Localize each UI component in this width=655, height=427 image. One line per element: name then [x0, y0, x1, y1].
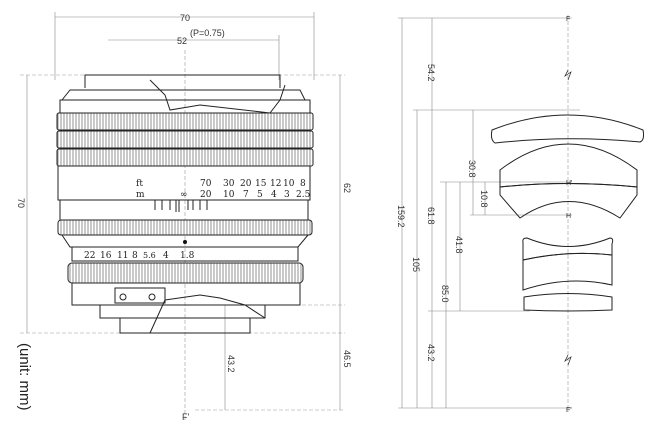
thread-label: 52 [177, 36, 187, 46]
m-value: 10 [223, 190, 235, 200]
cutaway-section [149, 79, 286, 114]
aperture-scale-band [71, 246, 299, 262]
m-value: 20 [200, 190, 212, 200]
rear-focal-point-label: F' [566, 407, 572, 414]
dim-105-label: 105 [411, 257, 421, 272]
front-focal-point-label: F [566, 16, 570, 23]
dim-30-8-label: 30.8 [467, 160, 477, 178]
dim-41-8-label: 41.8 [454, 236, 464, 254]
aperture-ring-knurl[interactable] [67, 262, 304, 284]
lens-exterior: 70 52 (P=0.75) 70 62 46.5 43.2 F' [16, 12, 352, 422]
aperture-value: 4 [163, 251, 169, 261]
pitch-label: (P=0.75) [190, 28, 225, 38]
distance-scale-values: 70 30 20 15 12 10 8 20 10 7 5 4 3 2.5 [200, 179, 311, 200]
front-focus-label: 54.2 [426, 64, 436, 82]
infinity-mark: ∞ [180, 190, 188, 200]
height-label: 70 [16, 198, 26, 208]
focus-ring-knurl[interactable] [56, 112, 314, 131]
aperture-value: 1.8 [180, 251, 195, 261]
back-focus-label: 43.2 [226, 355, 236, 373]
optical-diagram: 159.2 105 54.2 61.8 43.2 85.0 41.8 30.8 … [396, 15, 645, 414]
aperture-value: 8 [132, 251, 138, 261]
ft-value: 15 [255, 179, 267, 189]
m-value: 4 [271, 190, 277, 200]
m-value: 2.5 [296, 190, 311, 200]
distance-scale-band [57, 166, 311, 201]
rear-focus-label: 43.2 [426, 344, 436, 362]
front-rim [84, 74, 281, 88]
flange-label: 46.5 [342, 350, 352, 368]
aperture-value: 5.6 [143, 251, 156, 260]
length-label: 62 [342, 183, 352, 193]
distance-ft-label: ft [136, 179, 143, 189]
depth-of-field-ticks [154, 200, 208, 212]
m-value: 3 [284, 190, 290, 200]
lens-element-6 [523, 293, 613, 312]
m-value: 7 [243, 190, 249, 200]
aperture-value: 16 [100, 251, 112, 261]
total-length-label: 159.2 [396, 205, 406, 228]
aperture-value: 11 [117, 251, 128, 261]
ft-value: 70 [200, 179, 212, 189]
aperture-value: 22 [84, 251, 95, 261]
principal-point-h-label: H [566, 213, 571, 220]
bayonet-mount [99, 304, 266, 319]
width-label: 70 [180, 13, 190, 23]
lens-element-1 [490, 114, 645, 144]
ft-value: 30 [223, 179, 235, 189]
dim-61-8-label: 61.8 [426, 207, 436, 225]
dim-85-label: 85.0 [440, 285, 450, 303]
aperture-scale-values: 22 16 11 8 5.6 4 1.8 [84, 251, 195, 261]
lens-element-3 [499, 183, 638, 219]
unit-label: (unit: mm) [16, 343, 33, 411]
focal-point-label: F' [182, 412, 189, 422]
index-dot [183, 240, 187, 244]
m-value: 5 [257, 190, 263, 200]
ft-value: 10 [283, 179, 295, 189]
dim-10-8-label: 10.8 [479, 190, 489, 208]
ft-value: 12 [270, 179, 281, 189]
meter-coupling-prong [114, 287, 166, 304]
ft-value: 8 [300, 179, 306, 189]
ft-value: 20 [240, 179, 252, 189]
lens-element-5 [522, 252, 613, 291]
distance-m-label: m [136, 190, 145, 200]
